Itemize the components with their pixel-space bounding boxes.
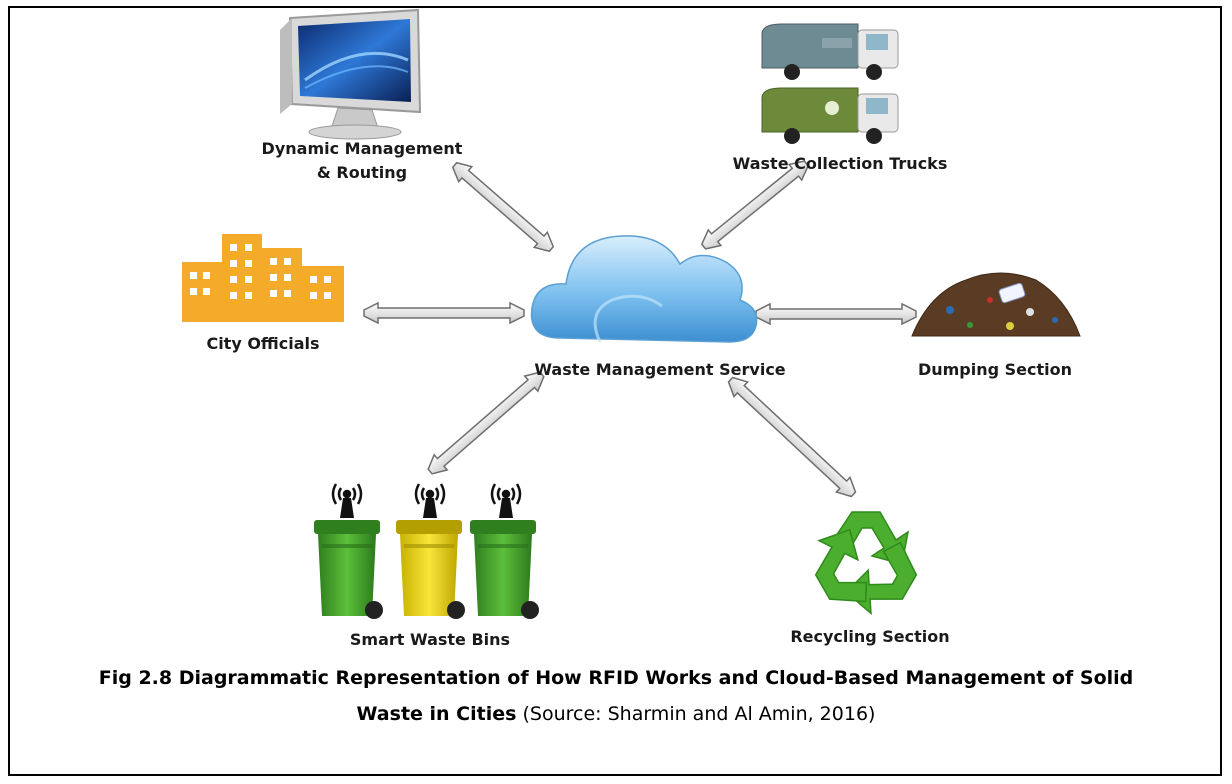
wireless-signal-icon [331,483,522,518]
smart-waste-bins-label: Smart Waste Bins [349,630,511,649]
caption-line2: Waste in Cities (Source: Sharmin and Al … [0,696,1232,732]
waste-pile-icon [911,272,1081,337]
waste-collection-trucks-label: Waste Collection Trucks [732,154,948,173]
waste-management-service-label: Waste Management Service [534,360,786,379]
dynamic-management-label: Dynamic Management & Routing [244,137,480,185]
arrow-cloud-to-dumping [755,302,917,326]
caption-title-part2: Waste in Cities [356,703,517,725]
arrow-dynamic-to-cloud [451,161,555,253]
dynamic-label-line2: & Routing [316,163,408,182]
garbage-truck-icon [761,23,899,144]
cloud-icon [530,235,758,343]
caption-source: (Source: Sharmin and Al Amin, 2016) [516,703,876,725]
dumping-section-label: Dumping Section [917,360,1073,379]
arrow-cloud-to-bins [427,371,545,475]
caption-line1: Fig 2.8 Diagrammatic Representation of H… [0,660,1232,696]
recycle-icon [814,511,918,616]
arrow-trucks-to-cloud [700,160,810,250]
dynamic-label-line1: Dynamic Management [261,139,463,158]
monitor-icon [280,8,422,140]
arrow-city-to-cloud [363,301,525,325]
recycling-section-label: Recycling Section [790,627,950,646]
caption-title-part1: Fig 2.8 Diagrammatic Representation of H… [98,667,1134,689]
arrow-cloud-to-recycling [727,376,857,498]
figure-caption: Fig 2.8 Diagrammatic Representation of H… [0,660,1232,732]
city-buildings-icon [182,234,344,322]
city-officials-label: City Officials [206,334,320,353]
figure-frame [8,6,1222,776]
smart-bin-icon [314,520,539,619]
